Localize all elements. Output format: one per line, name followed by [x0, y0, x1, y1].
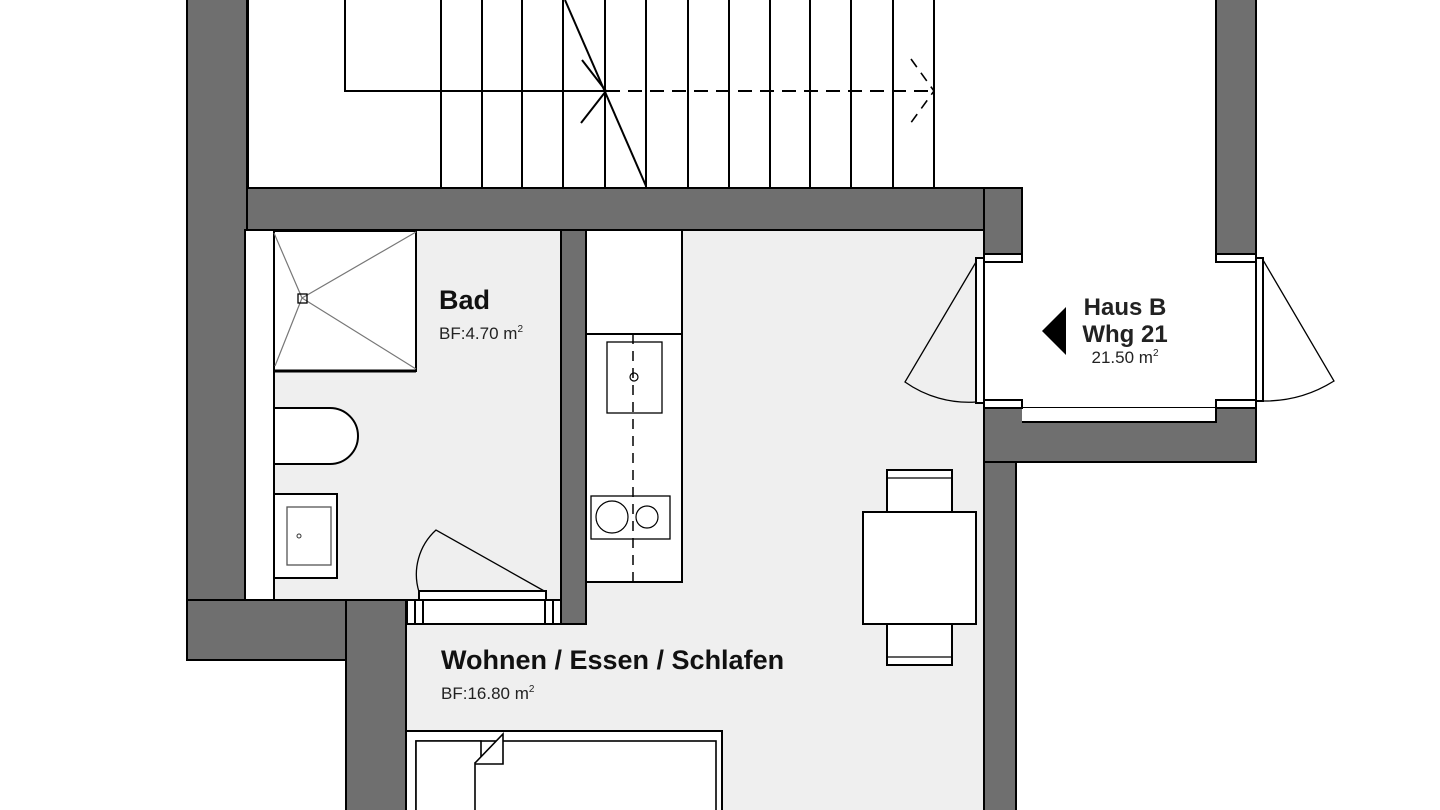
unit-apartment: Whg 21	[1082, 321, 1168, 348]
bath-room-label: Bad BF:4.70 m2	[439, 285, 523, 344]
toilet-icon	[273, 407, 359, 465]
unit-door-icon	[1255, 257, 1335, 402]
bath-room-area: BF:4.70 m2	[439, 324, 523, 343]
unit-label: Haus B Whg 21 21.50 m2	[1074, 294, 1176, 368]
entry-door-icon	[904, 257, 985, 404]
bath-room-name: Bad	[439, 285, 491, 315]
bed-icon	[405, 730, 723, 810]
bathroom	[244, 229, 562, 601]
unit-building: Haus B	[1083, 294, 1167, 321]
walls	[186, 0, 1257, 810]
living-room-label: Wohnen / Essen / Schlafen BF:16.80 m2	[441, 645, 784, 704]
washbasin-icon	[273, 493, 338, 579]
living-room	[405, 229, 985, 810]
triangle-left-icon	[1042, 307, 1066, 355]
living-room-name: Wohnen / Essen / Schlafen	[441, 645, 785, 675]
living-room-area: BF:16.80 m2	[441, 684, 535, 703]
shower-tray-icon	[273, 230, 417, 373]
kitchen-counter-icon	[585, 229, 683, 583]
staircase	[247, 0, 935, 189]
dining-table-icon	[862, 469, 977, 666]
unit-area: 21.50 m2	[1091, 348, 1159, 367]
entrance-hall	[983, 230, 1257, 423]
bath-door-icon	[415, 529, 547, 601]
